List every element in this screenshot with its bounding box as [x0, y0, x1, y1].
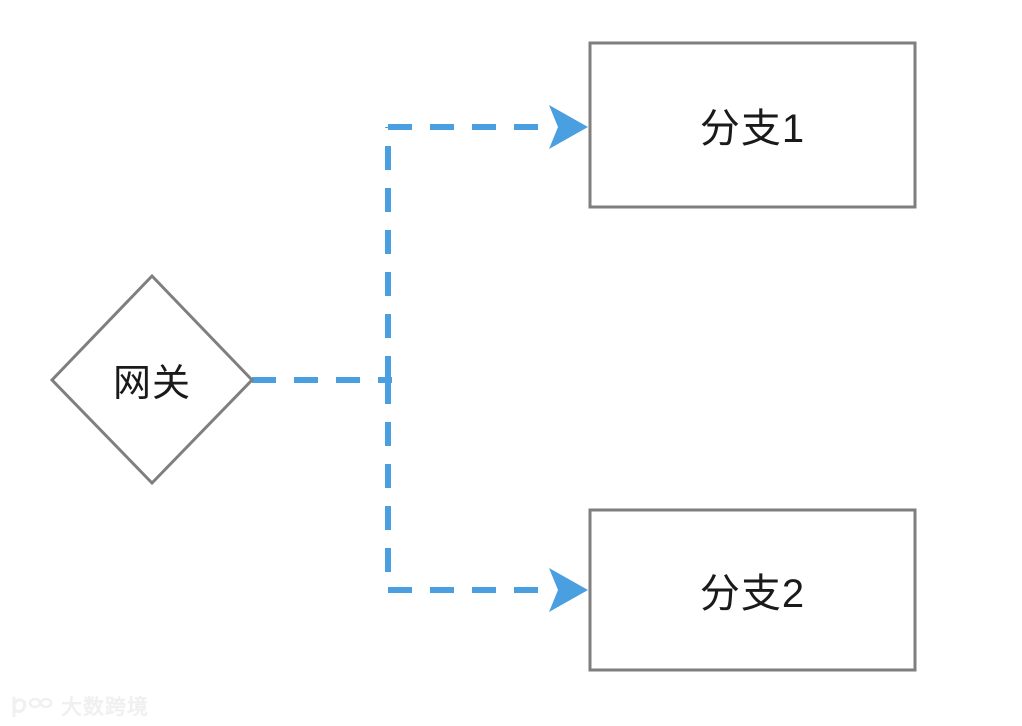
- watermark-text: 大数跨境: [61, 695, 149, 719]
- node-branch1-shape[interactable]: [588, 41, 917, 209]
- edge-gateway-branch2[interactable]: [385, 380, 588, 612]
- node-branch2-label: 分支2: [699, 572, 806, 616]
- edge1-arrowhead-icon: [549, 105, 588, 149]
- edge-gateway-branch1[interactable]: [252, 105, 588, 383]
- node-gateway-shape[interactable]: [49, 273, 255, 486]
- node-branch1-label: 分支1: [699, 107, 806, 151]
- node-gateway-label: 网关: [112, 363, 191, 405]
- watermark: 大数跨境: [10, 692, 149, 722]
- dashu-kuajing-logo-icon: [12, 696, 53, 718]
- node-branch2-shape[interactable]: [588, 508, 917, 672]
- edge2-arrowhead-icon: [549, 568, 588, 612]
